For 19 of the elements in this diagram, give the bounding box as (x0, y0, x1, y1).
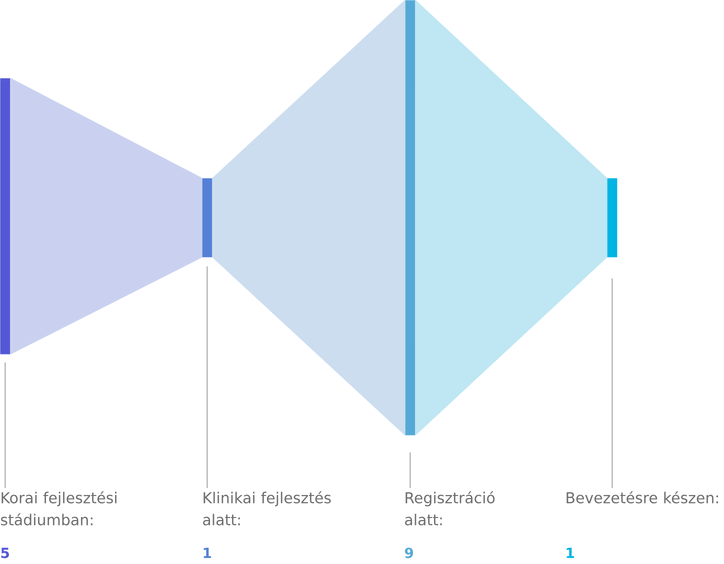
stage-label: Korai fejlesztési stádiumban: (1, 491, 116, 526)
bar (607, 178, 618, 258)
stage-label: Klinikai fejlesztés alatt: (203, 491, 331, 526)
leader-line (4, 362, 6, 488)
bar (202, 178, 212, 258)
value-number: 5 (1, 548, 9, 558)
stage-label: Bevezetésre készen: (566, 491, 718, 504)
leader-line (206, 266, 208, 488)
value-number: 1 (566, 548, 574, 558)
band (415, 0, 608, 436)
band (10, 78, 202, 355)
stage-label: Regisztráció alatt: (405, 491, 495, 526)
value-number: 9 (404, 548, 414, 558)
leader-line (410, 452, 411, 488)
bar (0, 78, 10, 354)
bar (405, 0, 416, 436)
leader-line (612, 278, 613, 488)
band (212, 0, 406, 436)
value-number: 1 (204, 548, 211, 558)
